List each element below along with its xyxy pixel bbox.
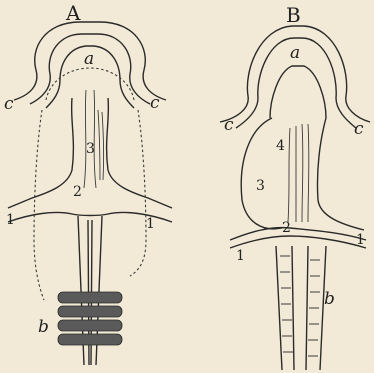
panel-b-label-c-right: c xyxy=(354,119,364,139)
panel-b-lower-band xyxy=(230,228,366,248)
panel-a-label-1-right: 1 xyxy=(146,216,155,232)
panel-b-label-1-right: 1 xyxy=(356,232,365,248)
panel-a-title: A xyxy=(65,1,81,25)
panel-a-label-1-left: 1 xyxy=(6,212,15,228)
panel-a-label-c-right: c xyxy=(150,93,160,113)
panel-b-label-4: 4 xyxy=(276,138,285,154)
panel-a-label-a: a xyxy=(84,49,94,69)
panel-a-strands xyxy=(84,90,104,188)
panel-b-stalk-hatching xyxy=(280,256,320,356)
panel-b-outer-arch xyxy=(220,26,370,122)
panel-b-title: B xyxy=(286,3,301,27)
panel-b-strands xyxy=(288,124,309,222)
panel-b-label-1-left: 1 xyxy=(236,248,245,264)
panel-b-sac xyxy=(241,118,282,229)
panel-a-label-3: 3 xyxy=(86,141,95,157)
panel-b: B a c c 4 3 2 1 1 b xyxy=(220,3,370,370)
panel-a-label-b: b xyxy=(38,317,49,337)
panel-b-label-3: 3 xyxy=(256,178,265,194)
panel-a-dashed-sides xyxy=(34,110,146,300)
panel-b-label-a: a xyxy=(290,43,300,63)
panel-a-label-c-left: c xyxy=(4,94,14,114)
panel-b-label-b: b xyxy=(324,289,335,309)
panel-b-label-c-left: c xyxy=(224,115,234,135)
panel-a-cushions xyxy=(58,292,122,345)
panel-b-label-2: 2 xyxy=(282,220,291,236)
panel-b-inner-arch-2 xyxy=(270,66,326,118)
panel-a-label-2: 2 xyxy=(73,184,82,200)
panel-a: A a c c 3 2 1 1 b xyxy=(4,1,172,365)
